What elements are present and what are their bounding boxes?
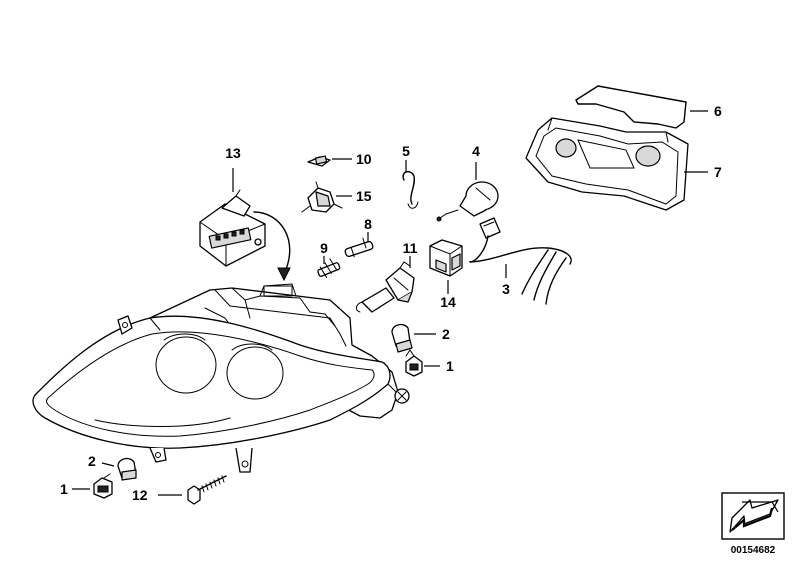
callout-14: 14 bbox=[440, 294, 456, 310]
callout-6: 6 bbox=[714, 103, 722, 119]
callout-8: 8 bbox=[364, 216, 372, 232]
headlight-housing bbox=[32, 283, 410, 473]
callout-7: 7 bbox=[714, 164, 722, 180]
callout-2-upper: 2 bbox=[442, 326, 450, 342]
part-11-h7-bulb bbox=[355, 261, 415, 313]
part-5-wire bbox=[402, 170, 419, 209]
part-13-control-unit bbox=[199, 189, 291, 282]
part-12-screw bbox=[187, 475, 227, 505]
part-1-socket-lower bbox=[93, 473, 113, 499]
part-8-bulb bbox=[344, 237, 374, 258]
part-1-socket-upper bbox=[405, 349, 423, 377]
callout-12: 12 bbox=[132, 487, 148, 503]
callout-13: 13 bbox=[225, 145, 241, 161]
callout-15: 15 bbox=[356, 188, 372, 204]
callout-2-lower: 2 bbox=[88, 453, 96, 469]
callout-3: 3 bbox=[502, 281, 510, 297]
part-9-bulb bbox=[317, 258, 341, 278]
part-7-cover bbox=[525, 117, 689, 211]
part-3-wiring-harness bbox=[469, 217, 572, 305]
reference-number: 00154682 bbox=[731, 545, 776, 556]
leader-2-lower bbox=[101, 462, 115, 467]
part-14-connector bbox=[429, 239, 463, 277]
reference-box bbox=[721, 492, 785, 540]
part-2-bulb-upper bbox=[391, 323, 413, 353]
callout-11: 11 bbox=[403, 240, 418, 256]
part-2-bulb-lower bbox=[117, 457, 137, 481]
callout-5: 5 bbox=[402, 143, 410, 159]
callout-10: 10 bbox=[356, 151, 372, 167]
part-4-bulb-holder bbox=[436, 181, 499, 222]
callout-1-lower: 1 bbox=[60, 481, 68, 497]
callout-1-upper: 1 bbox=[446, 358, 454, 374]
callout-4: 4 bbox=[472, 143, 480, 159]
part-10-bulb bbox=[307, 155, 331, 167]
callout-9: 9 bbox=[320, 240, 328, 256]
part-15-bulb-socket bbox=[301, 181, 343, 213]
part-6-gasket bbox=[575, 85, 687, 129]
